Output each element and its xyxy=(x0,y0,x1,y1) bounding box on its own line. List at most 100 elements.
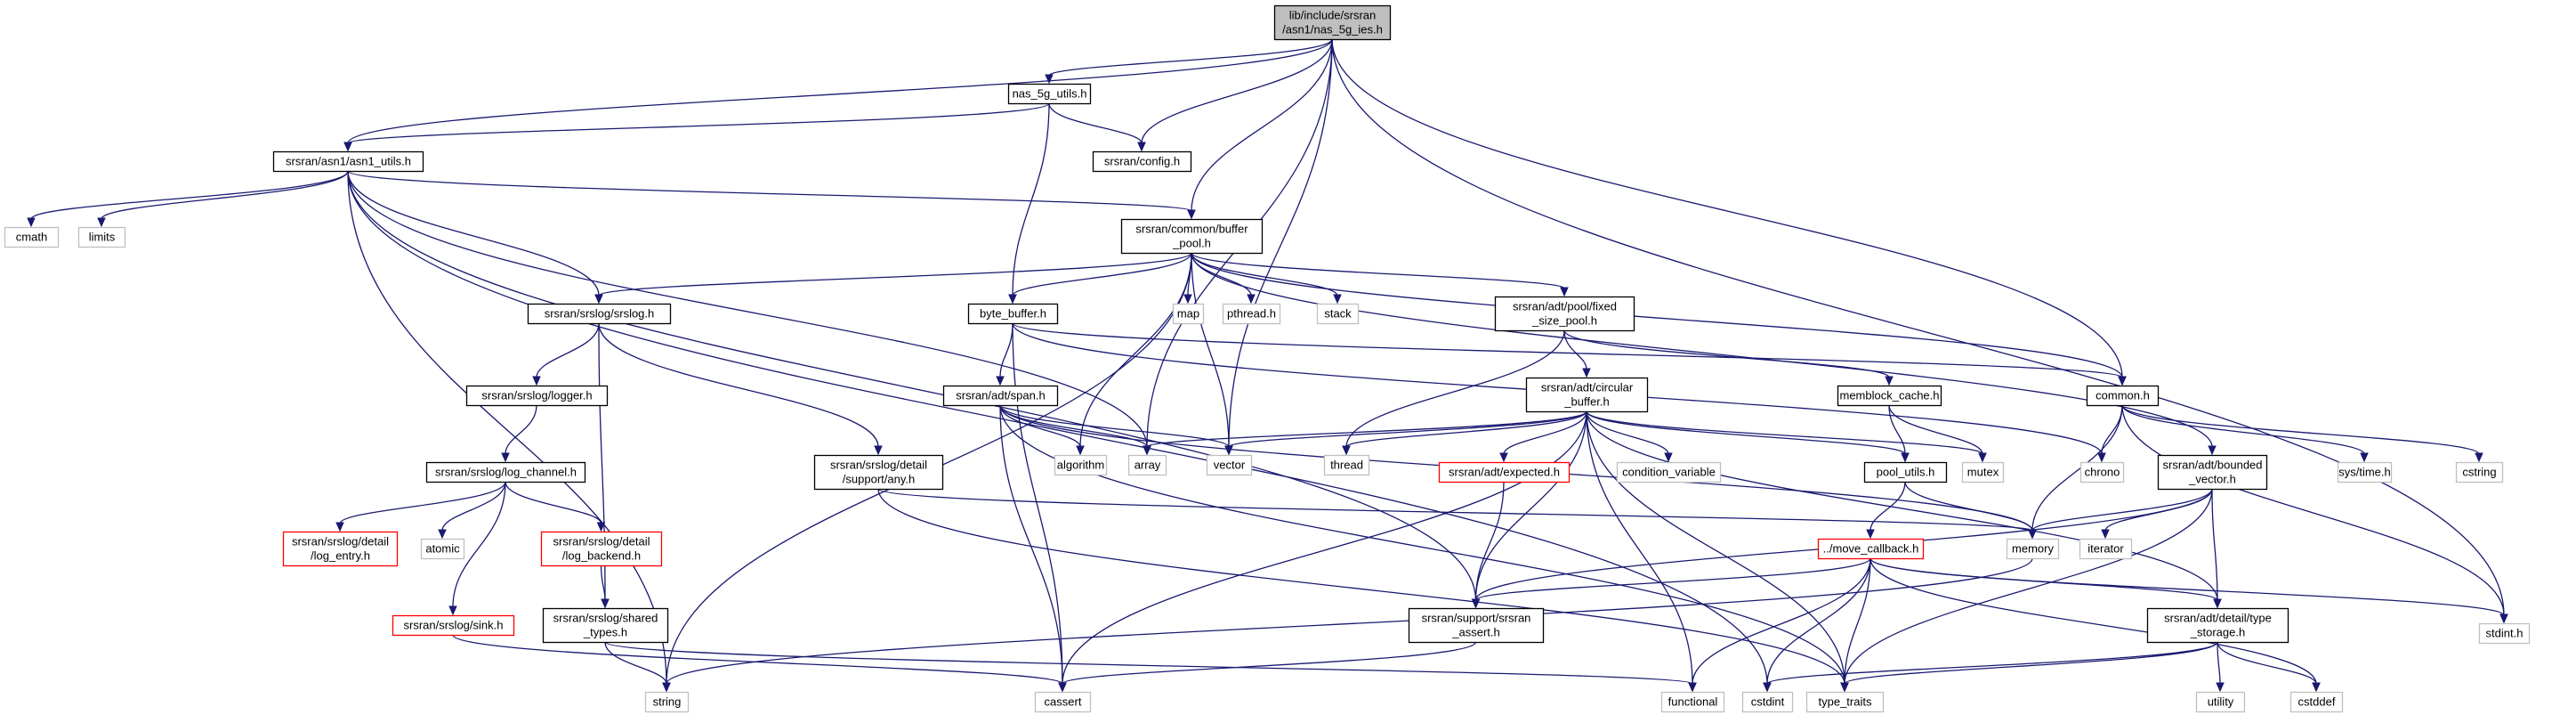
node-circular_buffer[interactable]: srsran/adt/circular_buffer.h xyxy=(1525,377,1649,413)
node-common[interactable]: common.h xyxy=(2086,385,2160,407)
node-srslog[interactable]: srsran/srslog/srslog.h xyxy=(527,303,672,325)
node-log_entry[interactable]: srsran/srslog/detail/log_entry.h xyxy=(282,531,399,567)
node-box xyxy=(2006,538,2060,560)
node-mutex[interactable]: mutex xyxy=(1961,461,2005,483)
node-log_backend[interactable]: srsran/srslog/detail/log_backend.h xyxy=(540,531,663,567)
node-sys_time[interactable]: sys/time.h xyxy=(2337,461,2393,483)
node-label: functional xyxy=(1668,695,1718,709)
node-map[interactable]: map xyxy=(1172,303,1205,325)
node-label: common.h xyxy=(2096,389,2150,402)
node-thread[interactable]: thread xyxy=(1323,454,1370,476)
node-cassert[interactable]: cassert xyxy=(1034,691,1092,713)
node-label: srsran/config.h xyxy=(1104,155,1180,168)
edge-log_channel-to-sink xyxy=(448,481,506,616)
node-utility[interactable]: utility xyxy=(2195,691,2246,713)
node-box xyxy=(425,461,586,483)
node-box xyxy=(1408,607,1545,644)
edge-asn1_utils-to-cmath xyxy=(27,170,349,228)
node-label: array xyxy=(1135,459,1161,472)
node-box xyxy=(2289,691,2344,713)
node-srsran_assert[interactable]: srsran/support/srsran_assert.h xyxy=(1408,607,1545,644)
node-type_storage[interactable]: srsran/adt/detail/type_storage.h xyxy=(2146,607,2289,644)
edge-asn1_utils-to-limits xyxy=(97,170,349,228)
node-expected[interactable]: srsran/adt/expected.h xyxy=(1438,461,1571,483)
edge-move_callback-to-type_storage xyxy=(1869,557,2222,609)
node-asn1_utils[interactable]: srsran/asn1/asn1_utils.h xyxy=(272,150,424,173)
node-box xyxy=(2195,691,2246,713)
node-array[interactable]: array xyxy=(1127,454,1167,476)
node-sink[interactable]: srsran/srslog/sink.h xyxy=(392,614,515,637)
node-type_traits[interactable]: type_traits xyxy=(1805,691,1885,713)
edge-circular_buffer-to-pool_utils xyxy=(1586,410,1910,463)
node-label: ../move_callback.h xyxy=(1823,542,1919,556)
nodes-layer: lib/include/srsran/asn1/nas_5g_ies.h nas_… xyxy=(4,4,2531,713)
node-memblock_cache[interactable]: memblock_cache.h xyxy=(1837,385,1942,407)
node-log_channel[interactable]: srsran/srslog/log_channel.h xyxy=(425,461,586,483)
node-box xyxy=(1837,385,1942,407)
node-nas_5g_utils[interactable]: nas_5g_utils.h xyxy=(1007,83,1092,105)
node-memory[interactable]: memory xyxy=(2006,538,2060,560)
node-cstring[interactable]: cstring xyxy=(2455,461,2504,483)
node-support_any[interactable]: srsran/srslog/detail/support/any.h xyxy=(813,454,944,491)
node-label: srsran/srslog/logger.h xyxy=(481,389,592,402)
node-label: mutex xyxy=(1967,466,1999,479)
node-cstdint[interactable]: cstdint xyxy=(1741,691,1794,713)
node-box xyxy=(1120,218,1264,255)
node-label: thread xyxy=(1330,459,1363,472)
node-span[interactable]: srsran/adt/span.h xyxy=(942,385,1059,407)
edge-common-to-sys_time xyxy=(2121,404,2369,463)
node-chrono[interactable]: chrono xyxy=(2079,461,2125,483)
edge-buffer_pool-to-vector xyxy=(1191,252,1233,456)
node-stdint[interactable]: stdint.h xyxy=(2478,622,2531,645)
node-box xyxy=(1172,303,1205,325)
node-buffer_pool[interactable]: srsran/common/buffer_pool.h xyxy=(1120,218,1264,255)
node-vector[interactable]: vector xyxy=(1206,454,1253,476)
node-box xyxy=(2337,461,2393,483)
node-pthread[interactable]: pthread.h xyxy=(1222,303,1281,325)
node-label: srsran/adt/span.h xyxy=(956,389,1045,402)
node-limits[interactable]: limits xyxy=(77,226,126,248)
node-move_callback[interactable]: ../move_callback.h xyxy=(1817,538,1925,560)
edge-fixed_size_pool-to-circular_buffer xyxy=(1563,329,1591,378)
node-pool_utils[interactable]: pool_utils.h xyxy=(1863,461,1948,483)
edge-buffer_pool-to-fixed_size_pool xyxy=(1191,252,1569,297)
edge-byte_buffer-to-common xyxy=(1012,322,2127,386)
node-bounded_vector[interactable]: srsran/adt/bounded_vector.h xyxy=(2157,454,2268,491)
node-condition_variable[interactable]: condition_variable xyxy=(1616,461,1722,483)
node-shared_types[interactable]: srsran/srslog/shared_types.h xyxy=(542,607,669,644)
node-box xyxy=(2157,454,2268,491)
node-algorithm[interactable]: algorithm xyxy=(1054,454,1108,476)
node-byte_buffer[interactable]: byte_buffer.h xyxy=(967,303,1059,325)
node-label: srsran/srslog/detail xyxy=(292,535,389,548)
node-functional[interactable]: functional xyxy=(1660,691,1725,713)
node-label: memory xyxy=(2012,542,2054,556)
edge-memblock_cache-to-pool_utils xyxy=(1888,404,1910,463)
node-label: srsran/srslog/detail xyxy=(553,535,650,548)
edge-pool_utils-to-move_callback xyxy=(1866,481,1906,540)
edge-buffer_pool-to-srslog xyxy=(594,252,1192,305)
edge-log_channel-to-log_backend xyxy=(505,481,606,532)
node-root[interactable]: lib/include/srsran/asn1/nas_5g_ies.h xyxy=(1273,4,1392,41)
node-box xyxy=(1438,461,1571,483)
node-fixed_size_pool[interactable]: srsran/adt/pool/fixed_size_pool.h xyxy=(1494,296,1635,332)
node-string[interactable]: string xyxy=(644,691,690,713)
node-cstddef[interactable]: cstddef xyxy=(2289,691,2344,713)
node-label: srsran/adt/detail/type xyxy=(2164,612,2272,625)
node-iterator[interactable]: iterator xyxy=(2079,538,2133,560)
node-box xyxy=(1961,461,2005,483)
node-box xyxy=(2455,461,2504,483)
node-atomic[interactable]: atomic xyxy=(420,538,465,560)
node-box xyxy=(272,150,424,173)
node-label: type_traits xyxy=(1819,695,1872,709)
edge-buffer_pool-to-byte_buffer xyxy=(1008,252,1192,305)
edge-buffer_pool-to-stack xyxy=(1191,252,1342,305)
node-label: chrono xyxy=(2085,466,2120,479)
node-cmath[interactable]: cmath xyxy=(4,226,60,248)
node-stack[interactable]: stack xyxy=(1316,303,1360,325)
node-config[interactable]: srsran/config.h xyxy=(1092,150,1192,173)
edge-common-to-stdint xyxy=(2121,404,2508,624)
edge-support_any-to-type_traits xyxy=(877,488,1849,693)
edge-asn1_utils-to-buffer_pool xyxy=(347,170,1196,220)
node-logger[interactable]: srsran/srslog/logger.h xyxy=(465,385,609,407)
